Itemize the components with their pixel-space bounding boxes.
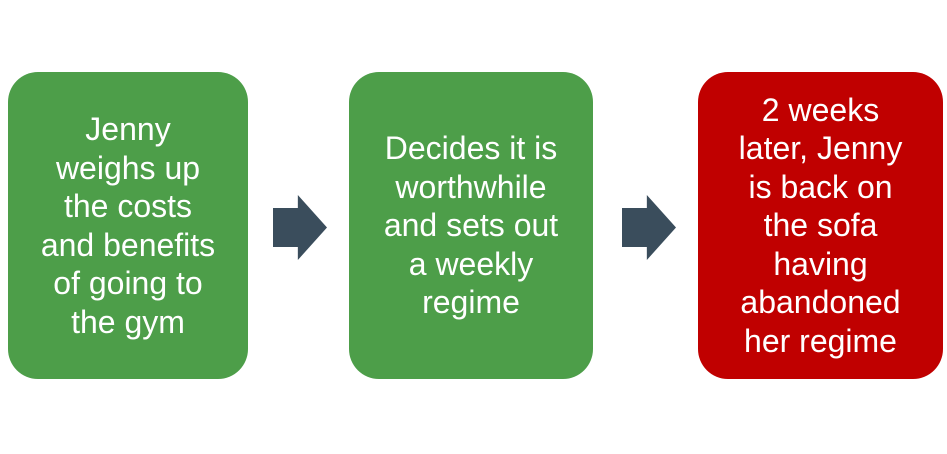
right-arrow-icon-1	[273, 195, 327, 260]
flow-step-2-box: Decides it is worthwhile and sets out a …	[349, 72, 593, 379]
right-arrow-icon-2	[622, 195, 676, 260]
flow-step-2-text: Decides it is worthwhile and sets out a …	[383, 130, 559, 321]
flow-step-3-box: 2 weeks later, Jenny is back on the sofa…	[698, 72, 943, 379]
flow-step-1-box: Jenny weighs up the costs and benefits o…	[8, 72, 248, 379]
flow-step-1-text: Jenny weighs up the costs and benefits o…	[40, 111, 216, 340]
flow-step-3-text: 2 weeks later, Jenny is back on the sofa…	[738, 91, 903, 359]
